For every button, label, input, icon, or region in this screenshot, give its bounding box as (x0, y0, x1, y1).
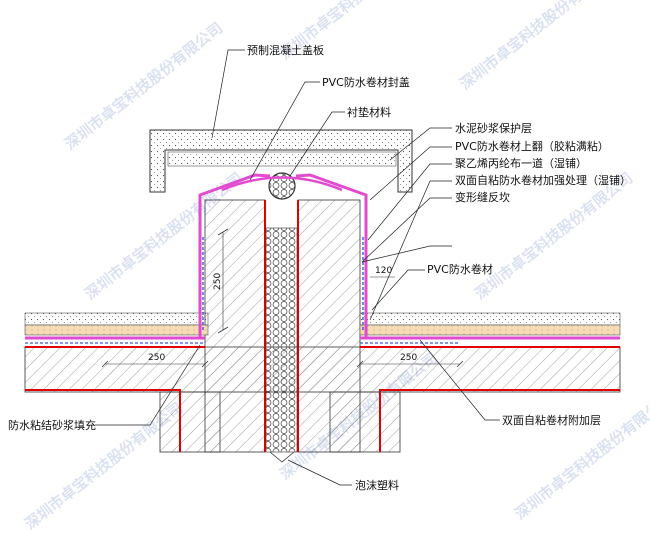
dim-250-vertical: 250 (213, 273, 223, 290)
label-precast-cover: 预制混凝土盖板 (247, 43, 324, 57)
liner-rod (268, 172, 296, 200)
label-mortar-protect: 水泥砂浆保护层 (455, 121, 532, 135)
watermark-text: 深圳市卓宝科技股份有限公司 (456, 0, 621, 93)
precast-cover (149, 129, 413, 193)
label-liner: 衬垫材料 (347, 105, 391, 119)
dim-250-left: 250 (148, 353, 165, 363)
roof-layers-right (359, 312, 621, 344)
label-foam: 泡沫塑料 (355, 478, 399, 492)
pvc-membrane (198, 173, 368, 340)
watermark-text: 深圳市卓宝科技股份有限公司 (471, 169, 636, 303)
watermark-text: 深圳市卓宝科技股份有限公司 (511, 389, 650, 523)
dim-120: 120 (375, 266, 392, 276)
dim-250-right: 250 (400, 353, 417, 363)
label-pe-fabric: 聚乙烯丙纶布一道（湿铺） (455, 156, 587, 170)
label-mortar-fill: 防水粘结砂浆填充 (8, 418, 96, 432)
label-double-extra: 双面自粘卷材附加层 (502, 413, 601, 427)
label-pvc-seal-cover: PVC防水卷材封盖 (322, 75, 410, 89)
label-joint-flip: 变形缝反坎 (455, 190, 510, 204)
label-pvc-membrane: PVC防水卷材 (427, 262, 493, 276)
upstand-walls (25, 199, 620, 453)
label-double-reinforce: 双面自粘防水卷材加强处理（湿铺） (455, 173, 631, 187)
foam-end (269, 451, 295, 463)
label-pvc-up: PVC防水卷材上翻（胶粘满粘） (455, 139, 609, 153)
foam-filling (265, 227, 298, 453)
leader-lines (95, 49, 500, 486)
labels: 预制混凝土盖板 PVC防水卷材封盖 衬垫材料 水泥砂浆保护层 PVC防水卷材上翻… (8, 43, 631, 492)
roof-layers-left (24, 312, 209, 344)
dimensions: 250 120 250 250 (101, 228, 464, 368)
